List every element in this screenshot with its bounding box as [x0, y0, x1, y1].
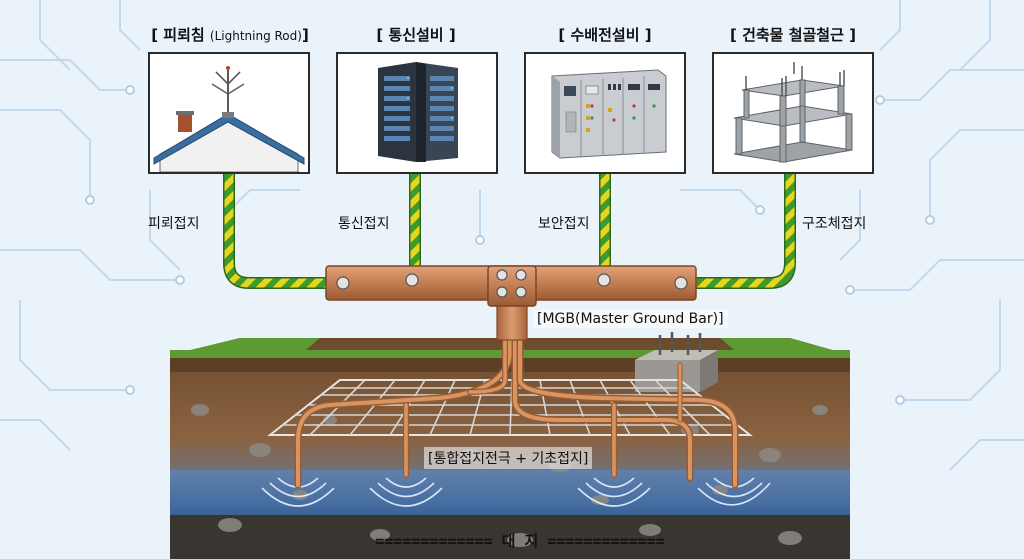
switchgear-panel — [524, 52, 686, 174]
connection-label-telecom: 통신접지 — [338, 213, 390, 233]
telecom-panel — [336, 52, 498, 174]
building-steel-panel — [712, 52, 874, 174]
server-rack-icon — [338, 54, 496, 172]
earth-title: ============= 대 지 ============= — [340, 530, 700, 551]
steel-frame-building-icon — [714, 54, 872, 172]
connection-label-structure: 구조체접지 — [802, 213, 866, 233]
master-ground-bar — [326, 266, 696, 340]
connection-label-security: 보안접지 — [538, 213, 590, 233]
connection-label-lightning: 피뢰접지 — [148, 213, 200, 233]
lightning-rod-house-icon — [150, 54, 308, 172]
switchgear-cabinet-icon — [526, 54, 684, 172]
electrode-label: [통합접지전극 + 기초접지] — [424, 447, 592, 469]
lightning-rod-panel — [148, 52, 310, 174]
mgb-label: [MGB(Master Ground Bar)] — [533, 310, 728, 328]
panel-title-building-steel: [ 건축물 철골철근 ] — [673, 24, 913, 45]
